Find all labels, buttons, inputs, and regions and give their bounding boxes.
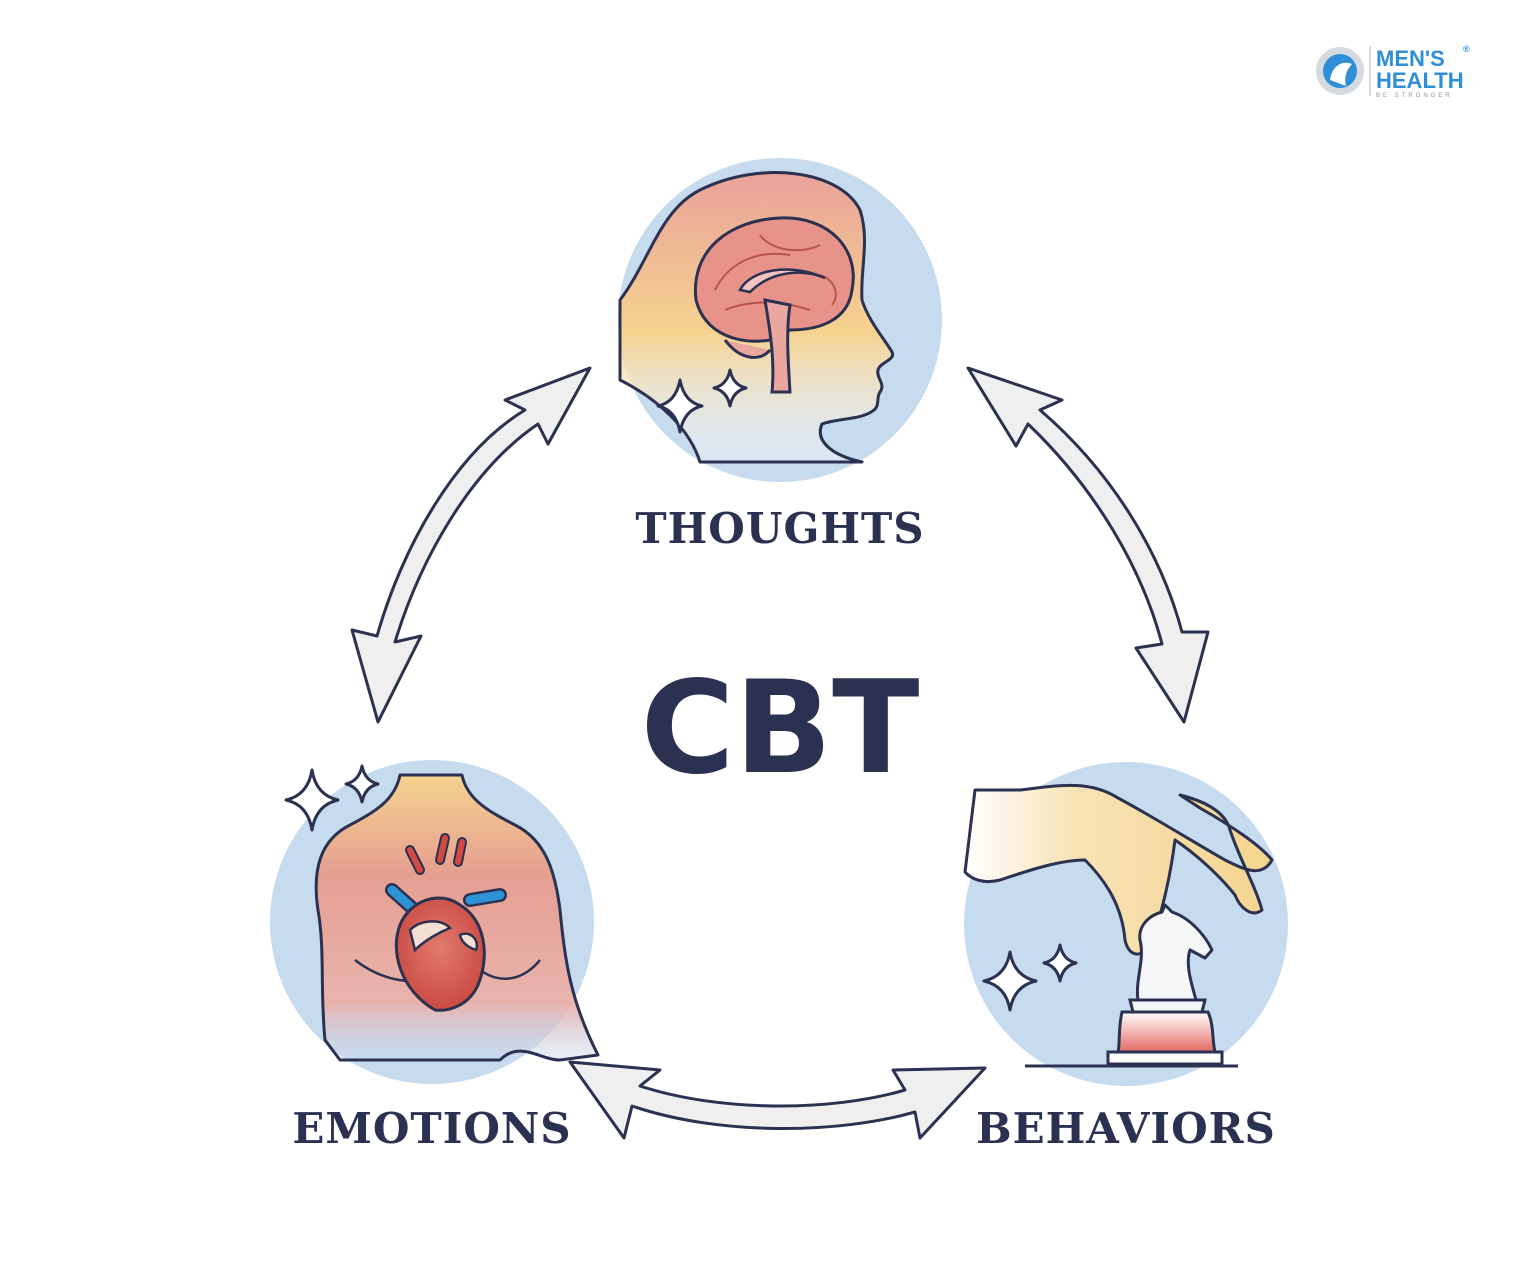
sparkle-icon [284,768,340,832]
arrow-thoughts-emotions [350,366,592,724]
behaviors-node [963,762,1288,1086]
brain-stem [763,298,792,394]
logo-tagline: BE STRONGER [1376,93,1453,99]
center-title: CBT [641,654,920,803]
heart-icon [385,833,507,1012]
emotions-label: EMOTIONS [292,1104,571,1153]
arrow-thoughts-behaviors [966,366,1210,724]
sparkle-icon [1042,943,1078,983]
thoughts-node [618,158,942,482]
sparkle-icon [712,368,748,408]
thoughts-label: THOUGHTS [635,504,924,553]
logo-figure-icon [1330,62,1352,86]
logo-line2: HEALTH [1376,68,1464,93]
arrow-emotions-behaviors [568,1060,987,1140]
behaviors-label: BEHAVIORS [976,1104,1276,1153]
cerebellum [723,339,772,359]
emotions-node [270,760,600,1084]
hand-icon [963,783,1274,956]
mens-health-logo: MEN'S HEALTH ® BE STRONGER [1316,44,1470,99]
brain-inner [738,268,826,294]
sparkle-icon [344,764,380,804]
chess-knight-icon [1106,903,1224,1066]
logo-line1: MEN'S [1376,46,1445,71]
logo-registered-mark: ® [1463,44,1470,54]
sparkle-icon [982,950,1038,1012]
sparkle-icon [656,378,704,434]
brain-icon [693,216,855,343]
